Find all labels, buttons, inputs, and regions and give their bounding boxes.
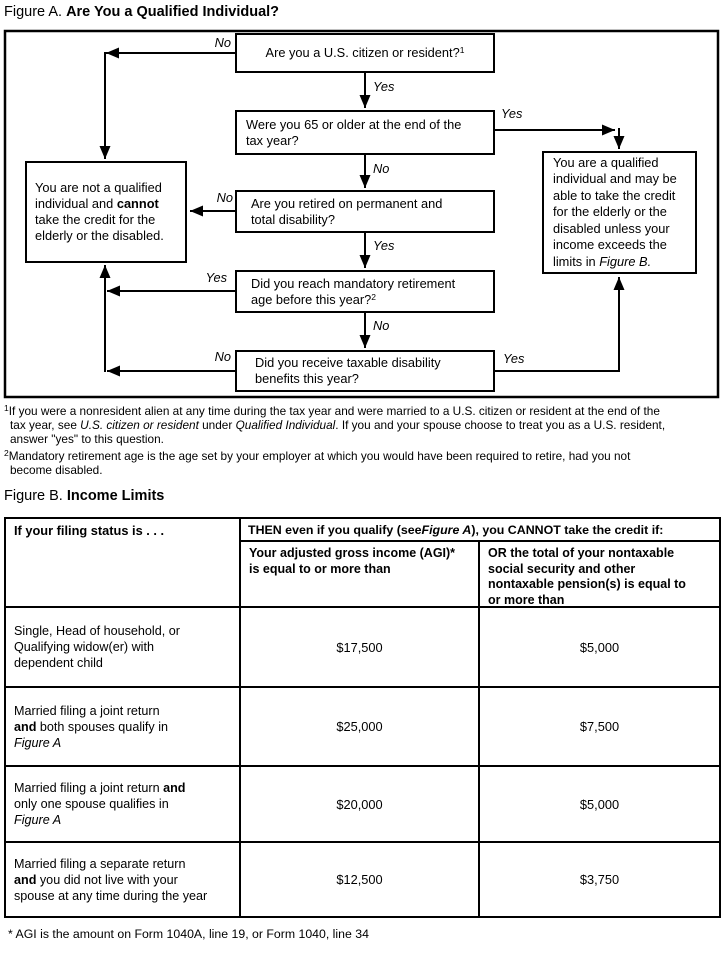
box-not-qualified: You are not a qualified individual and c…: [25, 161, 187, 263]
col-header-agi: Your adjusted gross income (AGI)* is equ…: [241, 542, 480, 608]
flowchart-border: [3, 29, 720, 399]
col-header-agi-line2: is equal to or more than: [249, 561, 391, 576]
row-2-label-line2: and both spouses qualify in: [14, 719, 169, 734]
box-retired-line1: Are you retired on permanent and: [251, 195, 443, 211]
box-qualified-line1: You are a qualified: [553, 154, 659, 170]
figure-a-title: Figure A. Are You a Qualified Individual…: [4, 4, 279, 20]
label-retired-yes: Yes: [373, 238, 395, 253]
box-citizen-line: Are you a U.S. citizen or resident?1: [265, 45, 465, 60]
box-taxable: Did you receive taxable disability benef…: [235, 350, 495, 392]
label-citizen-yes: Yes: [373, 79, 395, 94]
box-mandatory-line1: Did you reach mandatory retirement: [251, 275, 456, 291]
col-header-pension: OR the total of your nontaxable social s…: [480, 542, 719, 608]
row-1-agi-value: $17,500: [241, 608, 480, 688]
box-retired-line2: total disability?: [251, 211, 335, 227]
row-4-label-line3: spouse at any time during the year: [14, 888, 208, 903]
box-qualified-line6: income exceeds the: [553, 237, 667, 253]
box-qualified-line7: limits in Figure B.: [553, 253, 652, 269]
footnote-2-line1: 2Mandatory retirement age is the age set…: [4, 448, 631, 463]
footnote-1-line3: answer "yes" to this question.: [10, 432, 164, 446]
table-footnote-agi: * AGI is the amount on Form 1040A, line …: [8, 927, 369, 941]
figure-a-title-prefix: Figure A.: [4, 4, 63, 20]
label-age65-no: No: [373, 161, 390, 176]
table-row-3-label: Married filing a joint return and only o…: [6, 767, 241, 843]
figure-b-title: Figure B. Income Limits: [4, 488, 164, 504]
row-3-label-line1: Married filing a joint return and: [14, 781, 186, 795]
box-citizen: Are you a U.S. citizen or resident?1: [235, 33, 495, 73]
row-2-label-line1: Married filing a joint return: [14, 703, 160, 718]
box-qualified-line4: for the elderly or the: [553, 204, 667, 220]
figure-a-title-text: Are You a Qualified Individual?: [66, 4, 280, 20]
row-3-label-line3: Figure A: [14, 813, 62, 827]
box-qualified-line3: able to take the credit: [553, 187, 676, 203]
table-row-4-label: Married filing a separate return and you…: [6, 843, 241, 916]
box-retired: Are you retired on permanent and total d…: [235, 190, 495, 233]
col-header-pension-line2: social security and other: [488, 561, 636, 576]
figure-b-title-text: Income Limits: [66, 488, 165, 504]
row-1-pension-value: $5,000: [480, 608, 719, 688]
row-2-label-line3: Figure A: [14, 735, 62, 750]
table-row-1-label: Single, Head of household, or Qualifying…: [6, 608, 241, 688]
label-mandatory-yes: Yes: [205, 270, 227, 285]
box-qualified-line2: individual and may be: [553, 171, 677, 187]
row-3-label-line2: only one spouse qualifies in: [14, 797, 169, 811]
label-mandatory-no: No: [373, 318, 390, 333]
figure-b-title-prefix: Figure B.: [4, 488, 63, 504]
label-taxable-no: No: [214, 349, 231, 364]
box-not-qualified-line3: take the credit for the: [35, 212, 156, 227]
row-2-pension-value: $7,500: [480, 688, 719, 767]
box-taxable-line2: benefits this year?: [255, 371, 359, 386]
figure-a-footnote-2: 2Mandatory retirement age is the age set…: [4, 449, 630, 477]
label-citizen-no: No: [214, 35, 231, 50]
col-header-agi-line1: Your adjusted gross income (AGI)*: [249, 546, 456, 560]
box-age65: Were you 65 or older at the end of the t…: [235, 110, 495, 155]
flowchart-connectors: [3, 29, 720, 399]
row-3-agi-value: $20,000: [241, 767, 480, 843]
label-retired-no: No: [216, 190, 233, 205]
row-1-label-line2: Qualifying widow(er) with: [14, 640, 154, 654]
row-3-pension-value: $5,000: [480, 767, 719, 843]
col-header-pension-line1: OR the total of your nontaxable: [488, 546, 675, 560]
box-age65-line1: Were you 65 or older at the end of the: [246, 116, 462, 132]
row-4-label-line1: Married filing a separate return: [14, 856, 186, 871]
row-1-label-line1: Single, Head of household, or: [14, 624, 180, 638]
col-header-pension-line4: or more than: [488, 592, 565, 607]
box-age65-line2: tax year?: [246, 132, 299, 148]
box-mandatory: Did you reach mandatory retirement age b…: [235, 270, 495, 313]
figure-a-footnote-1: 1If you were a nonresident alien at any …: [4, 404, 665, 446]
label-age65-yes: Yes: [501, 106, 523, 121]
row-4-label-line2: and you did not live with your: [14, 872, 178, 887]
col-header-then: THEN even if you qualify (see Figure A),…: [241, 519, 719, 542]
footnote-1-line2: tax year, see U.S. citizen or resident u…: [10, 418, 666, 432]
income-limits-table: If your filing status is . . . THEN even…: [4, 517, 721, 918]
table-row-2-label: Married filing a joint return and both s…: [6, 688, 241, 767]
box-not-qualified-line4: elderly or the disabled.: [35, 228, 164, 243]
arrow-taxable-yes: [494, 277, 625, 372]
footnote-1-line1: 1If you were a nonresident alien at any …: [4, 403, 660, 418]
row-2-agi-value: $25,000: [241, 688, 480, 767]
row-4-pension-value: $3,750: [579, 872, 620, 887]
box-qualified-line5: disabled unless your: [553, 220, 670, 236]
label-taxable-yes: Yes: [503, 351, 525, 366]
box-taxable-line1: Did you receive taxable disability: [255, 355, 441, 370]
col-header-filing-status: If your filing status is . . .: [6, 519, 241, 608]
col-header-pension-line3: nontaxable pension(s) is equal to: [488, 577, 686, 591]
box-mandatory-line2: age before this year?2: [251, 291, 376, 307]
row-1-label-line3: dependent child: [14, 656, 103, 670]
box-qualified: You are a qualified individual and may b…: [542, 151, 697, 274]
row-4-agi-value: $12,500: [241, 843, 480, 916]
box-not-qualified-line2: individual and cannot: [35, 196, 159, 211]
flowchart-canvas: [3, 29, 720, 399]
box-not-qualified-line1: You are not a qualified: [35, 180, 162, 195]
footnote-2-line2: become disabled.: [10, 463, 103, 477]
